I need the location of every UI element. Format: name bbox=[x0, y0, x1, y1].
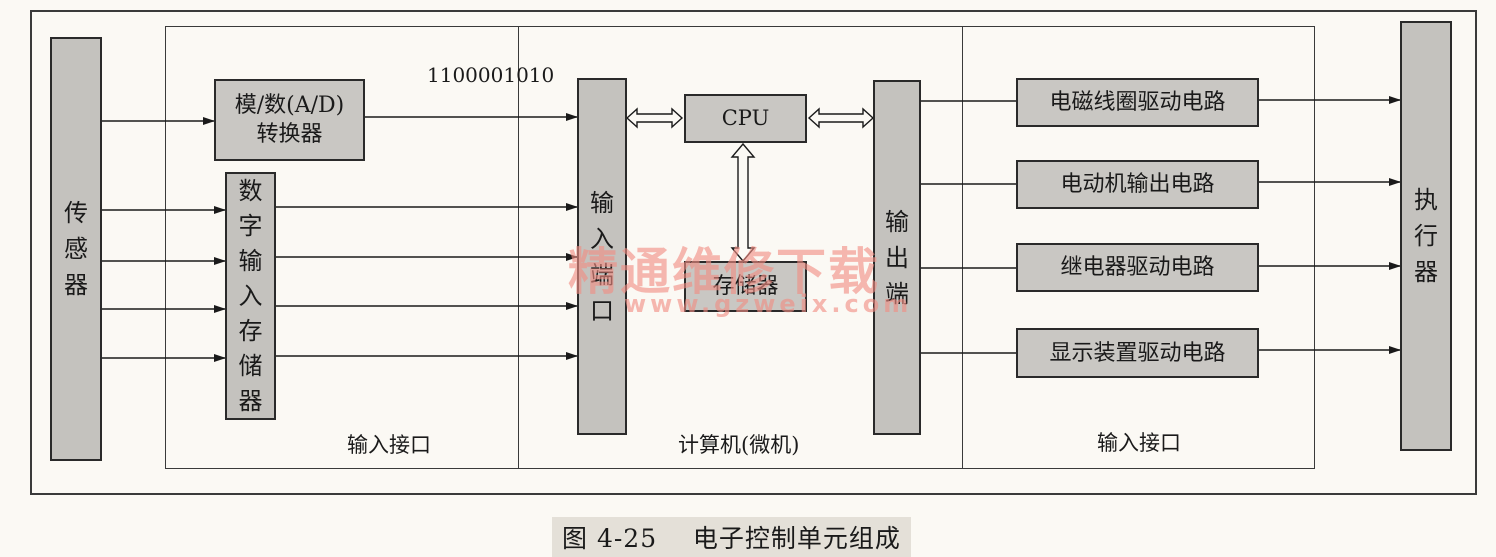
figure-title: 电子控制单元组成 bbox=[692, 524, 901, 553]
actuator-label: 执行器 bbox=[1414, 186, 1438, 286]
digital-input-memory-label: 数字输入存储器 bbox=[238, 176, 263, 415]
actuator-box: 执行器 bbox=[1400, 21, 1452, 451]
driver-box-solenoid: 电磁线圈驱动电路 bbox=[1016, 78, 1259, 127]
driver-box-display: 显示装置驱动电路 bbox=[1016, 328, 1259, 378]
memory-label: 存储器 bbox=[712, 274, 779, 299]
outer-frame bbox=[30, 10, 1477, 495]
input-port-label: 输入端口 bbox=[590, 188, 614, 325]
section-label-computer: 计算机(微机) bbox=[678, 433, 800, 457]
watermark-text: 精通维修下载 bbox=[568, 243, 880, 301]
driver-label-display: 显示装置驱动电路 bbox=[1049, 340, 1226, 366]
output-port-box: 输出端 bbox=[873, 80, 921, 435]
digital-input-memory-box: 数字输入存储器 bbox=[225, 172, 276, 420]
driver-box-motor: 电动机输出电路 bbox=[1016, 160, 1259, 209]
driver-label-solenoid: 电磁线圈驱动电路 bbox=[1049, 90, 1226, 115]
ad-converter-label-line2: 转换器 bbox=[256, 122, 323, 147]
memory-box: 存储器 bbox=[684, 261, 807, 312]
sensor-box: 传感器 bbox=[50, 37, 102, 461]
sensor-label: 传感器 bbox=[64, 199, 88, 299]
output-port-label: 输出端 bbox=[885, 207, 909, 308]
section-divider-right bbox=[962, 26, 963, 469]
section-divider-left bbox=[518, 26, 519, 469]
bus-arrow-cpu-output bbox=[807, 107, 875, 129]
figure-caption: 图 4-25 电子控制单元组成 bbox=[552, 517, 911, 557]
ad-converter-box: 模/数(A/D) 转换器 bbox=[214, 79, 365, 161]
figure-number: 图 4-25 bbox=[562, 524, 658, 553]
watermark-url: www.gzweix.com bbox=[624, 290, 913, 318]
input-port-box: 输入端口 bbox=[577, 78, 627, 435]
binary-code-label: 1100001010 bbox=[427, 63, 555, 87]
cpu-box: CPU bbox=[684, 94, 807, 143]
driver-label-relay: 继电器驱动电路 bbox=[1060, 255, 1215, 280]
driver-box-relay: 继电器驱动电路 bbox=[1016, 243, 1259, 292]
driver-label-motor: 电动机输出电路 bbox=[1060, 172, 1215, 197]
section-label-input-interface: 输入接口 bbox=[347, 433, 431, 457]
section-label-output-interface: 输入接口 bbox=[1097, 431, 1181, 455]
cpu-label: CPU bbox=[721, 106, 770, 130]
ad-converter-label-line1: 模/数(A/D) bbox=[234, 93, 345, 118]
bus-arrow-input-cpu bbox=[625, 107, 684, 129]
inner-frame bbox=[165, 26, 1315, 469]
